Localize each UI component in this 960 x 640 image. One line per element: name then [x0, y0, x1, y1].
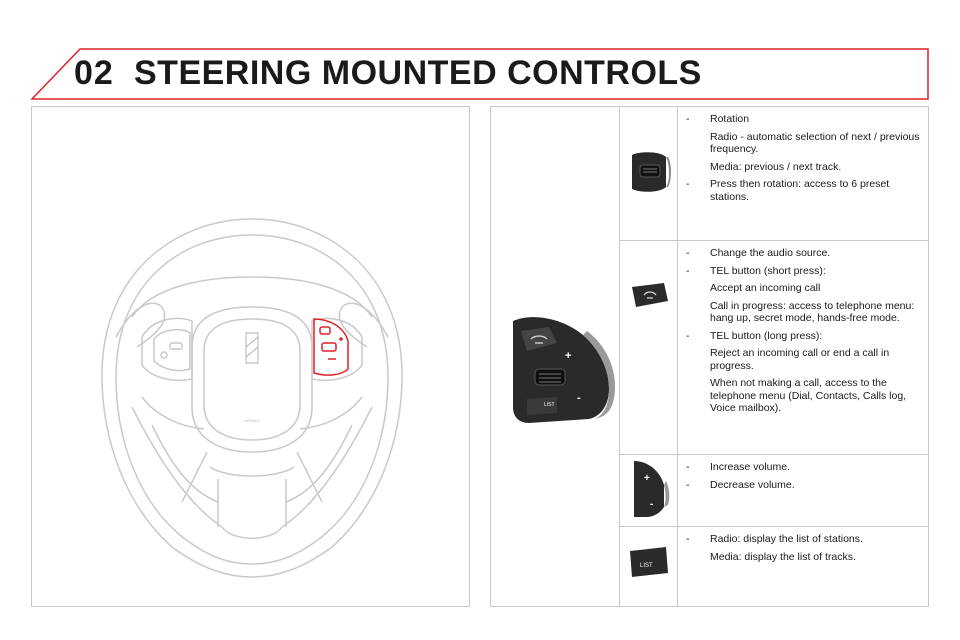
- list-item: -Change the audio source.: [686, 247, 831, 259]
- sub-item: Accept an incoming call: [710, 282, 821, 294]
- table-row-rotation: -Rotation Radio - automatic selection of…: [620, 107, 929, 240]
- volume-buttons-icon: + -: [634, 461, 670, 517]
- plus-button-label: +: [565, 350, 571, 362]
- sub-item: Radio - automatic selection of next / pr…: [710, 130, 920, 156]
- thumbwheel-icon: [632, 152, 671, 192]
- steering-wheel-drawing: AIRBAG: [101, 218, 403, 578]
- svg-text:LIST: LIST: [640, 563, 653, 569]
- column-divider: [619, 107, 620, 606]
- table-row-volume: + - -Increase volume. -Decrease volume.: [620, 455, 929, 526]
- row-description: -Increase volume. -Decrease volume.: [686, 461, 924, 496]
- steering-wheel-illustration: AIRBAG: [31, 106, 470, 607]
- row-description: -Change the audio source. -TEL button (s…: [686, 247, 924, 420]
- list-item: -Press then rotation: access to 6 preset…: [686, 178, 890, 203]
- row-separator: [620, 240, 929, 241]
- airbag-label: AIRBAG: [244, 418, 259, 423]
- source-tel-button-icon: [632, 283, 668, 307]
- list-item: -Increase volume.: [686, 461, 790, 473]
- right-control-pad-illustration: LIST + -: [513, 317, 615, 423]
- svg-text:+: +: [644, 473, 650, 484]
- sub-item: Media: previous / next track.: [710, 160, 842, 173]
- row-description: -Rotation Radio - automatic selection of…: [686, 113, 924, 208]
- sub-item: Media: display the list of tracks.: [710, 550, 856, 563]
- row-description: -Radio: display the list of stations. Me…: [686, 533, 924, 568]
- column-divider: [677, 107, 678, 606]
- page-title: STEERING MOUNTED CONTROLS: [134, 54, 702, 92]
- list-button-label: LIST: [544, 402, 555, 408]
- page-header: 02 STEERING MOUNTED CONTROLS: [0, 0, 960, 105]
- row-separator: [620, 454, 929, 455]
- list-item: -Rotation: [686, 113, 750, 125]
- sub-item: Reject an incoming call or end a call in…: [710, 347, 890, 372]
- minus-button-label: -: [577, 392, 581, 404]
- list-item: -Radio: display the list of stations.: [686, 533, 863, 545]
- row-separator: [620, 526, 929, 527]
- source-tel-icon: [530, 335, 548, 344]
- chapter-number: 02: [74, 54, 114, 92]
- list-button-icon: LIST: [630, 547, 668, 577]
- table-row-source-tel: -Change the audio source. -TEL button (s…: [620, 241, 929, 454]
- svg-text:-: -: [650, 499, 653, 510]
- sub-item: Call in progress: access to telephone me…: [710, 299, 915, 325]
- list-item: -TEL button (long press):: [686, 329, 823, 342]
- highlighted-controls: [313, 318, 349, 376]
- header-band: [30, 48, 929, 100]
- list-item: -TEL button (short press):: [686, 264, 826, 277]
- sub-item: When not making a call, access to the te…: [710, 377, 907, 414]
- list-item: -Decrease volume.: [686, 478, 795, 491]
- controls-table: LIST + - -Rotation Radio - automatic sel…: [490, 106, 929, 607]
- table-row-list: LIST -Radio: display the list of station…: [620, 527, 929, 606]
